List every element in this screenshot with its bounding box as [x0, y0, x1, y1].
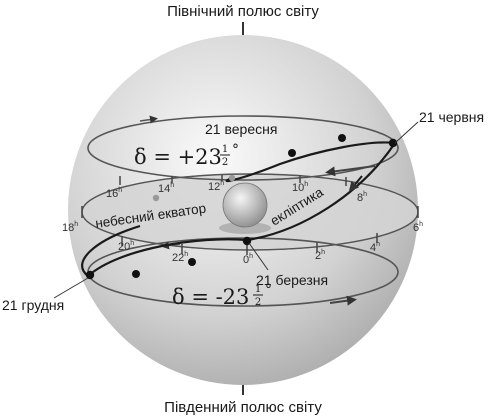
december-leader: [53, 277, 89, 299]
june-leader: [394, 121, 419, 144]
hour-ticks: [81, 175, 419, 255]
north-declination-circle: [87, 115, 399, 181]
svg-text:°: °: [265, 282, 272, 298]
hour-label: 6h: [413, 221, 423, 234]
north-pole-label: Північний полюс світу: [167, 3, 319, 20]
svg-text:°: °: [232, 142, 239, 158]
north-circle-arrow-front: [325, 165, 376, 177]
hour-label: 10h: [292, 181, 308, 194]
svg-text:δ = +23: δ = +23: [134, 145, 222, 169]
north-declination-label: δ = +23 1 2 °: [134, 142, 239, 169]
march-equinox-label: 21 березня: [256, 272, 328, 288]
ecliptic-back: [81, 224, 141, 277]
south-declination-label: δ = -23 1 2 °: [172, 282, 272, 309]
june-solstice-label: 21 червня: [419, 109, 484, 125]
hour-label: 22h: [172, 251, 188, 264]
hour-label: 16h: [106, 187, 122, 200]
hour-label: 18h: [62, 221, 78, 234]
south-circle-arrow: [329, 295, 357, 306]
hour-labels: 16h 14h 12h 10h 8h 18h 6h 20h 22h 0h 2h …: [62, 180, 423, 266]
svg-text:2: 2: [222, 157, 228, 168]
september-equinox-label: 21 вересня: [205, 121, 277, 137]
svg-text:1: 1: [222, 144, 228, 155]
svg-text:2: 2: [255, 297, 261, 308]
south-pole-label: Південний полюс світу: [164, 399, 322, 416]
north-circle-arrow: [139, 115, 158, 124]
ecliptic-arrow: [348, 175, 363, 192]
hour-label: 4h: [370, 241, 380, 254]
svg-text:1: 1: [255, 284, 261, 295]
hour-label: 20h: [118, 240, 134, 253]
earth-icon: [222, 182, 268, 228]
ecliptic: [87, 141, 397, 277]
svg-text:δ = -23: δ = -23: [172, 285, 249, 309]
hour-label: 0h: [243, 253, 253, 266]
march-leader: [248, 242, 269, 271]
earth-shadow: [219, 222, 271, 234]
hour-label: 12h: [208, 180, 224, 193]
hour-label: 2h: [315, 249, 325, 262]
hour-label: 14h: [158, 182, 174, 195]
december-solstice-label: 21 грудня: [2, 297, 64, 313]
hour-label: 8h: [357, 191, 367, 204]
